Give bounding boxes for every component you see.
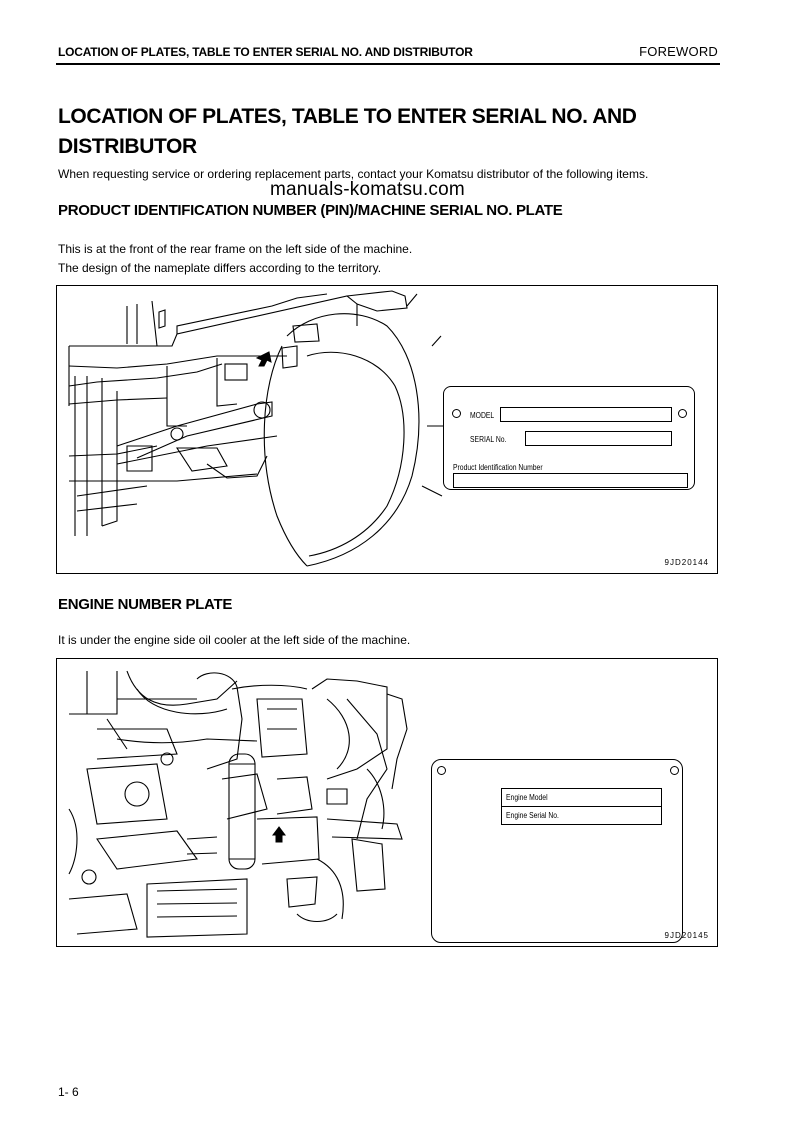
page-number: 1- 6 <box>58 1085 79 1099</box>
engine-nameplate: Engine Model Engine Serial No. <box>431 759 683 943</box>
model-label: MODEL <box>470 411 495 420</box>
pin-design-text: The design of the nameplate differs acco… <box>58 261 382 275</box>
rivet-hole-icon <box>678 409 687 418</box>
pin-field <box>453 473 688 488</box>
engine-model-row: Engine Model <box>502 789 661 807</box>
engine-location-text: It is under the engine side oil cooler a… <box>58 633 411 647</box>
engine-section-heading: ENGINE NUMBER PLATE <box>58 596 233 613</box>
serial-label: SERIAL No. <box>470 435 507 444</box>
figure-code: 9JD20145 <box>664 931 709 940</box>
engine-serial-label: Engine Serial No. <box>506 811 559 820</box>
engine-serial-row: Engine Serial No. <box>502 807 661 824</box>
model-field <box>500 407 672 422</box>
pin-label: Product Identification Number <box>453 463 543 472</box>
watermark-text: manuals-komatsu.com <box>270 179 465 200</box>
figure-code: 9JD20144 <box>664 558 709 567</box>
engine-illustration <box>68 670 408 938</box>
rivet-hole-icon <box>452 409 461 418</box>
rivet-hole-icon <box>670 766 679 775</box>
serial-field <box>525 431 672 446</box>
pin-location-text: This is at the front of the rear frame o… <box>58 242 413 256</box>
engine-plate-figure: Engine Model Engine Serial No. 9JD20145 <box>56 658 718 947</box>
pin-nameplate: MODEL SERIAL No. Product Identification … <box>443 386 695 490</box>
intro-paragraph: When requesting service or ordering repl… <box>58 167 649 181</box>
page-title: LOCATION OF PLATES, TABLE TO ENTER SERIA… <box>58 105 637 158</box>
engine-info-table: Engine Model Engine Serial No. <box>501 788 662 825</box>
pin-plate-figure: MODEL SERIAL No. Product Identification … <box>56 285 718 574</box>
engine-model-label: Engine Model <box>506 793 548 802</box>
rivet-hole-icon <box>437 766 446 775</box>
running-header-title: LOCATION OF PLATES, TABLE TO ENTER SERIA… <box>58 45 473 59</box>
pin-section-heading: PRODUCT IDENTIFICATION NUMBER (PIN)/MACH… <box>58 202 563 219</box>
rear-frame-illustration <box>68 290 443 567</box>
running-header-chapter: FOREWORD <box>639 44 718 59</box>
header-rule <box>56 63 720 65</box>
